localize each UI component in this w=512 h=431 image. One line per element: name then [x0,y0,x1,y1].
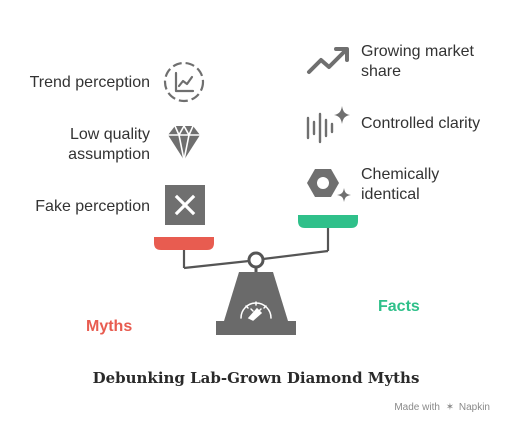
diamond-icon [168,125,200,161]
fact-label-chemical: Chemically identical [361,166,440,203]
credit-prefix: Made with [394,402,440,413]
credit-brand: Napkin [458,402,490,413]
scale-beam [183,249,329,270]
myth-label-fake: Fake perception [35,198,150,215]
fact-pan [298,215,358,228]
credit: Made with ✶ Napkin [394,402,490,413]
sparkle-bars-icon [306,106,350,144]
trending-up-icon [307,47,349,74]
gauge-icon [240,301,272,321]
fact-label-clarity: Controlled clarity [361,115,481,132]
trend-chart-icon [163,61,205,103]
facts-category-label: Facts [378,298,420,315]
scale-base [224,272,288,321]
myths-category-label: Myths [86,318,133,335]
napkin-logo-icon: ✶ [445,402,455,413]
myth-label-trend: Trend perception [29,74,150,91]
scale-pivot [247,251,265,269]
scale-foot [216,321,296,335]
x-box-icon [165,185,205,225]
fact-label-market: Growing market share [361,43,474,80]
myth-pan [154,237,214,250]
myth-label-quality: Low quality assumption [68,126,150,163]
diagram-title: Debunking Lab-Grown Diamond Myths [92,369,420,387]
hexagon-nut-icon [307,169,351,202]
